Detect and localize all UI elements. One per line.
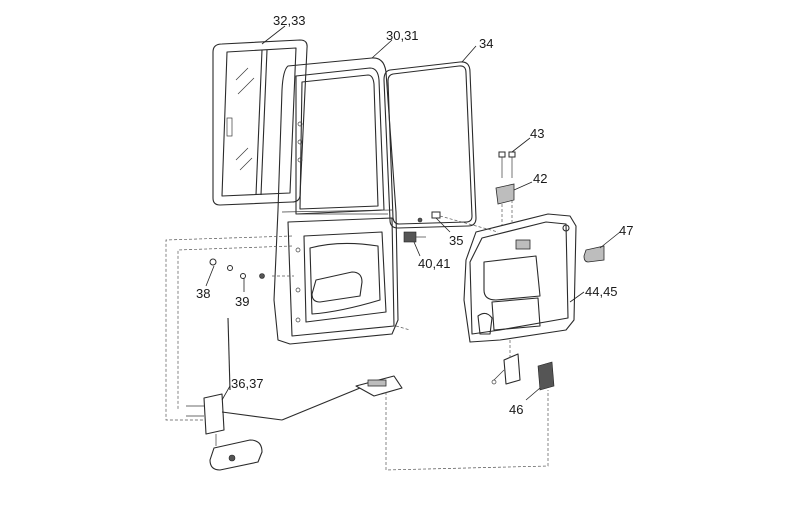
lock-mechanism-part (186, 317, 403, 471)
callout-36-37: 36,37 (231, 376, 264, 391)
door-frame-part (273, 57, 399, 345)
callout-47: 47 (619, 223, 634, 238)
door-trim-panel-part (463, 213, 577, 343)
callout-35: 35 (449, 233, 464, 248)
callout-46: 46 (509, 402, 524, 417)
handle-cover-part (583, 245, 605, 263)
callout-44-45: 44,45 (585, 284, 618, 299)
clip-part (431, 211, 441, 219)
callout-42: 42 (533, 171, 548, 186)
callout-39: 39 (235, 294, 250, 309)
callout-43: 43 (530, 126, 545, 141)
fastener-parts (209, 258, 265, 279)
cover-bracket-part (495, 183, 515, 226)
assembly-dash-lines (165, 215, 549, 471)
leader-lines (205, 25, 621, 401)
screws-part (498, 151, 516, 178)
latch-bracket-part (403, 217, 426, 243)
speaker-grille-part (491, 340, 555, 391)
callout-38: 38 (196, 286, 211, 301)
callout-34: 34 (479, 36, 494, 51)
sliding-window-glass-part (212, 39, 308, 206)
window-seal-part (383, 61, 477, 229)
callout-32-33: 32,33 (273, 13, 306, 28)
callout-40-41: 40,41 (418, 256, 451, 271)
callout-30-31: 30,31 (386, 28, 419, 43)
